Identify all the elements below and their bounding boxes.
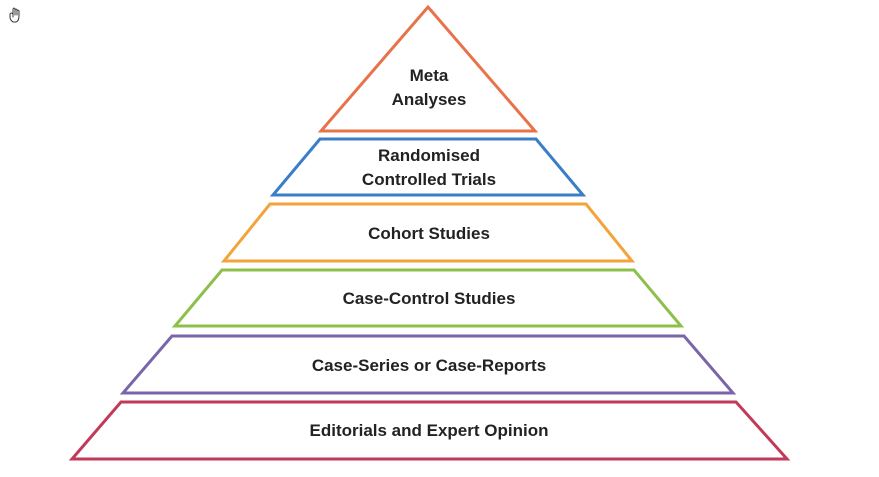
pyramid-tier-4-label: Case-Control Studies [343, 289, 516, 308]
pyramid-tier-4-shape [171, 268, 685, 328]
pyramid-tier-5-label: Case-Series or Case-Reports [312, 356, 546, 375]
pyramid-tier-2-label: Randomised [378, 146, 480, 165]
pyramid-tier-3-label: Cohort Studies [368, 224, 490, 243]
pyramid-tier-1-label: Meta [410, 66, 449, 85]
pyramid-tier-1-label: Analyses [392, 90, 467, 109]
pyramid-tier-6-shape [68, 400, 791, 461]
pyramid-tier-1-shape [317, 4, 539, 133]
pyramid-tier-3-shape [220, 202, 636, 263]
hand-pointer-icon [9, 7, 20, 23]
pyramid-tier-6-label: Editorials and Expert Opinion [310, 421, 549, 440]
pyramid-tier-2-shape [269, 137, 587, 197]
pyramid-tier-5-shape [119, 334, 737, 395]
pyramid-tier-2-label: Controlled Trials [362, 170, 496, 189]
